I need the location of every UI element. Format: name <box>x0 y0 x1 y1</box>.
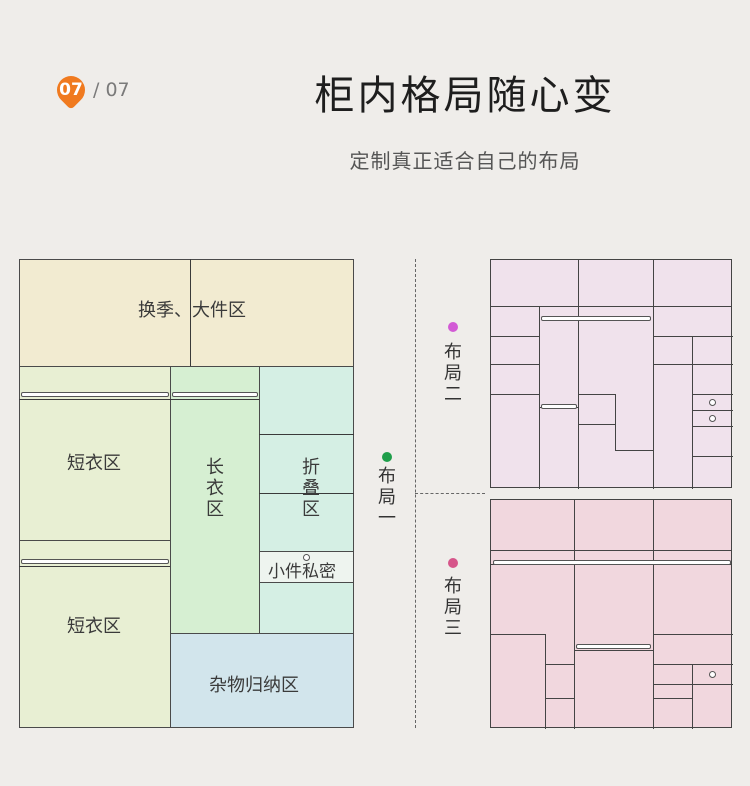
hanging-rod <box>576 644 651 649</box>
page-total: / 07 <box>93 79 130 101</box>
drawer-knob-icon <box>709 399 716 406</box>
label-small-private: 小件私密 <box>268 562 336 582</box>
divider <box>170 399 260 400</box>
wardrobe-layout-3 <box>490 499 733 729</box>
label-short-top: 短衣区 <box>67 453 121 474</box>
zone-misc <box>170 633 354 728</box>
drawer-knob-icon <box>709 415 716 422</box>
zone-fold <box>259 366 354 634</box>
layout-2-dot-icon <box>448 322 458 332</box>
layout-1-dot-icon <box>382 452 392 462</box>
hanging-rod <box>21 559 169 564</box>
divider <box>19 566 171 567</box>
layout-1-label: 布局一 <box>378 466 396 529</box>
drawer-knob-icon <box>709 671 716 678</box>
label-short-bottom: 短衣区 <box>67 616 121 637</box>
label-fold: 折叠区 <box>302 457 320 520</box>
zone-short-bottom <box>19 540 171 728</box>
zone-seasonal <box>19 259 354 367</box>
hanging-rod <box>493 560 731 565</box>
page-title: 柜内格局随心变 <box>314 73 616 119</box>
divider <box>19 399 171 400</box>
label-seasonal: 换季、大件区 <box>138 300 246 321</box>
hanging-rod <box>541 316 651 321</box>
divider <box>259 493 354 494</box>
hanging-rod <box>541 404 577 409</box>
page-subtitle: 定制真正适合自己的布局 <box>349 149 581 173</box>
separator-horizontal <box>415 493 485 494</box>
layout-2-label: 布局二 <box>444 342 462 405</box>
layout-3-label: 布局三 <box>444 576 462 639</box>
label-long: 长衣区 <box>206 457 224 520</box>
layout-3-dot-icon <box>448 558 458 568</box>
divider <box>190 259 191 367</box>
page-current: 07 <box>59 80 83 100</box>
hanging-rod <box>21 392 169 397</box>
hanging-rod <box>172 392 258 397</box>
drawer-knob-icon <box>303 554 310 561</box>
divider <box>259 434 354 435</box>
label-misc: 杂物归纳区 <box>209 675 299 696</box>
wardrobe-layout-1: 换季、大件区 短衣区 短衣区 长衣区 折叠区 小件私密 杂物归纳区 <box>19 259 354 728</box>
wardrobe-layout-2 <box>490 259 733 489</box>
